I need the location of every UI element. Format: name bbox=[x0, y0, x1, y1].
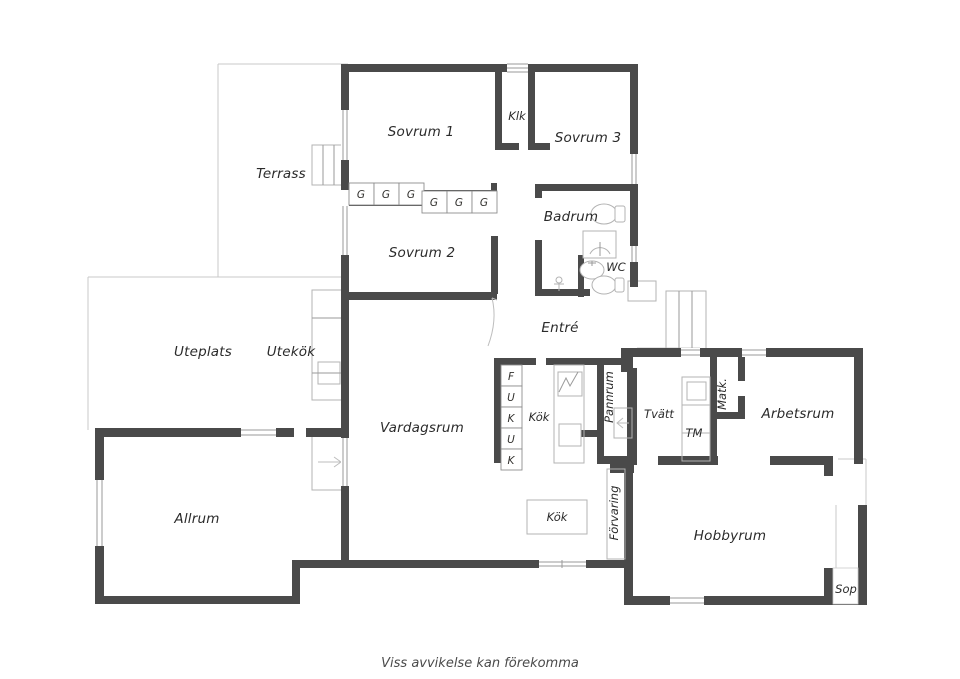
room-label-sovrum-2: Sovrum 2 bbox=[389, 245, 456, 261]
room-label-entre: Entré bbox=[541, 320, 578, 336]
kitchen-unit-label: K bbox=[508, 413, 516, 425]
wardrobe-label: G bbox=[382, 189, 390, 201]
bathroom-fixtures bbox=[554, 203, 626, 295]
room-label-allrum: Allrum bbox=[173, 511, 219, 527]
room-label-badrum: Badrum bbox=[544, 209, 599, 225]
sop-box bbox=[832, 567, 859, 605]
room-label-sovrum-1: Sovrum 1 bbox=[388, 124, 455, 140]
room-label-arbetsrum: Arbetsrum bbox=[760, 406, 834, 422]
kitchen-unit-label: U bbox=[507, 392, 515, 404]
room-label-wc: WC bbox=[606, 260, 625, 274]
wardrobe-label: G bbox=[407, 189, 415, 201]
wardrobe-label: G bbox=[480, 197, 488, 209]
laundry-fixtures bbox=[613, 376, 711, 462]
room-label-matk: Matk. bbox=[715, 378, 729, 410]
kitchen-bench bbox=[553, 364, 585, 464]
room-label-terrass: Terrass bbox=[256, 166, 306, 182]
kitchen-unit-label: F bbox=[508, 371, 515, 383]
windows bbox=[95, 63, 766, 605]
outdoor-kitchen-counter bbox=[311, 289, 346, 401]
wardrobe-group-b: G G G bbox=[421, 190, 498, 214]
room-label-kok: Kök bbox=[529, 410, 551, 424]
room-label-uteplats: Uteplats bbox=[174, 344, 232, 360]
kitchen-island bbox=[526, 499, 588, 535]
wardrobe-group-a: G G G bbox=[348, 182, 425, 206]
kitchen-unit-column: F U K U K bbox=[500, 364, 523, 471]
kitchen-unit-label: U bbox=[507, 434, 515, 446]
entre-door bbox=[487, 297, 498, 347]
room-label-utekok: Utekök bbox=[267, 344, 317, 360]
wardrobe-label: G bbox=[357, 189, 365, 201]
wardrobe-label: G bbox=[430, 197, 438, 209]
room-label-tvatt: Tvätt bbox=[644, 407, 674, 421]
room-label-vardagsrum: Vardagsrum bbox=[380, 420, 464, 436]
wc-step-outline bbox=[627, 280, 657, 302]
room-label-pannrum: Pannrum bbox=[602, 371, 616, 423]
kitchen-unit-label: K bbox=[508, 455, 516, 467]
outdoor-outlines bbox=[87, 63, 867, 570]
forvaring-outline bbox=[606, 468, 626, 560]
entry-stairs bbox=[665, 290, 707, 350]
plan-caption: Viss avvikelse kan förekomma bbox=[381, 656, 579, 671]
wardrobe-label: G bbox=[455, 197, 463, 209]
room-label-forvaring: Förvaring bbox=[607, 486, 621, 541]
room-label-hobbyrum: Hobbyrum bbox=[694, 528, 766, 544]
terrace-steps bbox=[311, 144, 346, 186]
room-label-klk: Klk bbox=[508, 109, 527, 123]
room-label-kok-island: Kök bbox=[547, 510, 569, 524]
room-label-tm: TM bbox=[686, 426, 703, 440]
room-label-sovrum-3: Sovrum 3 bbox=[555, 130, 622, 146]
room-labels: Terrass Sovrum 1 Klk Sovrum 3 Sovrum 2 B… bbox=[173, 109, 856, 596]
room-label-sop: Sop bbox=[835, 582, 857, 596]
